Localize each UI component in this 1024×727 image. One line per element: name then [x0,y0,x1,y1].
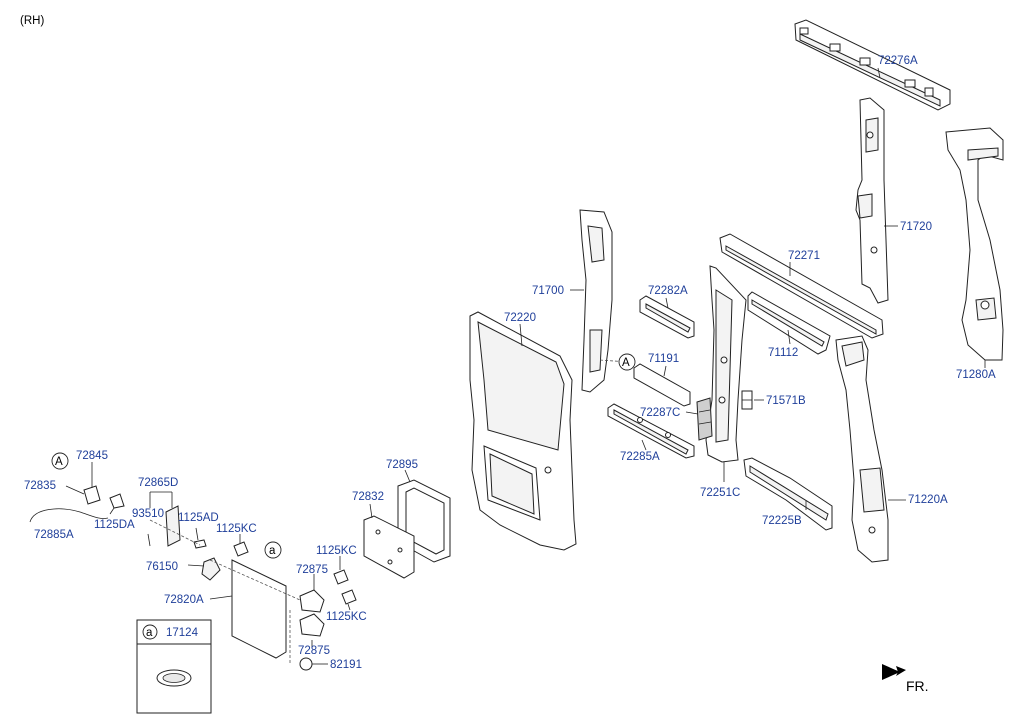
bumper-82191-drawing[interactable] [299,657,313,671]
part-71112-drawing[interactable] [747,291,831,355]
label-72832[interactable]: 72832 [352,491,384,503]
label-71112[interactable]: 71112 [768,347,798,359]
label-72282A[interactable]: 72282A [648,285,688,297]
label-72220[interactable]: 72220 [504,312,536,324]
label-82191[interactable]: 82191 [330,659,362,671]
svg-text:A: A [622,357,630,369]
label-72285A[interactable]: 72285A [620,451,660,463]
label-72865D[interactable]: 72865D [138,477,178,489]
part-71220A-drawing[interactable] [835,335,889,563]
label-71720[interactable]: 71720 [900,221,932,233]
bolt-1125KC-low-drawing[interactable] [341,589,357,605]
part-71700-drawing[interactable] [579,209,613,393]
part-72287C-drawing[interactable] [696,397,713,441]
label-1125AD[interactable]: 1125AD [178,512,219,524]
side-label: (RH) [20,15,44,27]
part-labels: 72276A 71720 71280A 72271 71112 71571B 7… [24,55,996,671]
svg-text:FR.: FR. [906,678,929,694]
label-71280A[interactable]: 71280A [956,369,996,381]
leader-lines [65,67,986,665]
label-72287C[interactable]: 72287C [640,407,680,419]
legend-marker: a [146,627,153,639]
bolt-1125KC-top-drawing[interactable] [233,541,249,557]
label-72271[interactable]: 72271 [788,250,820,262]
label-1125KC-top[interactable]: 1125KC [216,523,257,535]
svg-text:A: A [55,456,63,468]
part-72251C-drawing[interactable] [705,265,747,463]
label-1125DA[interactable]: 1125DA [94,519,135,531]
label-72885A[interactable]: 72885A [34,529,74,541]
label-93510[interactable]: 93510 [132,508,164,520]
part-71191-drawing[interactable] [633,363,691,407]
bolt-1125AD-drawing[interactable] [193,539,207,549]
label-72895[interactable]: 72895 [386,459,418,471]
label-71191[interactable]: 71191 [648,353,679,365]
front-arrow-icon [884,666,906,676]
label-72835[interactable]: 72835 [24,480,56,492]
label-72225B[interactable]: 72225B [762,515,802,527]
part-71720-drawing[interactable] [855,97,889,304]
label-71571B[interactable]: 71571B [766,395,806,407]
legend-part-number: 17124 [166,627,199,639]
label-1125KC-mid[interactable]: 1125KC [316,545,357,557]
part-72820A-drawing[interactable] [231,559,287,659]
part-72271-drawing[interactable] [719,233,884,339]
svg-text:a: a [269,545,276,557]
label-71220A[interactable]: 71220A [908,494,948,506]
part-72220-drawing[interactable] [469,311,577,551]
part-72285A-drawing[interactable] [607,403,695,459]
label-72875-upper[interactable]: 72875 [296,564,328,576]
legend-box-17124: a 17124 [136,619,212,714]
label-71700[interactable]: 71700 [532,285,564,297]
part-72225B-drawing[interactable] [743,457,833,531]
label-72276A[interactable]: 72276A [878,55,918,67]
part-93510-drawing[interactable] [147,505,181,547]
part-72885A-drawing[interactable] [29,485,125,523]
part-72276A-drawing[interactable] [794,19,951,111]
part-72282A-drawing[interactable] [639,295,695,339]
callout-A-cable: A [51,452,69,470]
label-72820A[interactable]: 72820A [164,594,204,606]
hinge-72875-upper-drawing[interactable] [299,589,325,613]
part-72832-drawing[interactable] [363,515,415,579]
label-72845[interactable]: 72845 [76,450,108,462]
bolt-1125KC-mid-drawing[interactable] [333,569,349,585]
part-76150-drawing[interactable] [201,557,221,581]
callout-A-diagram: A [618,353,636,371]
label-72875-lower[interactable]: 72875 [298,645,330,657]
label-1125KC-low[interactable]: 1125KC [326,611,367,623]
part-71280A-drawing[interactable] [945,127,1004,361]
label-72251C[interactable]: 72251C [700,487,740,499]
part-71571B-drawing[interactable] [741,390,753,410]
front-direction-indicator: FR. [882,664,929,694]
callout-a-door: a [264,541,282,559]
hinge-72875-lower-drawing[interactable] [299,613,325,637]
label-76150[interactable]: 76150 [146,561,178,573]
